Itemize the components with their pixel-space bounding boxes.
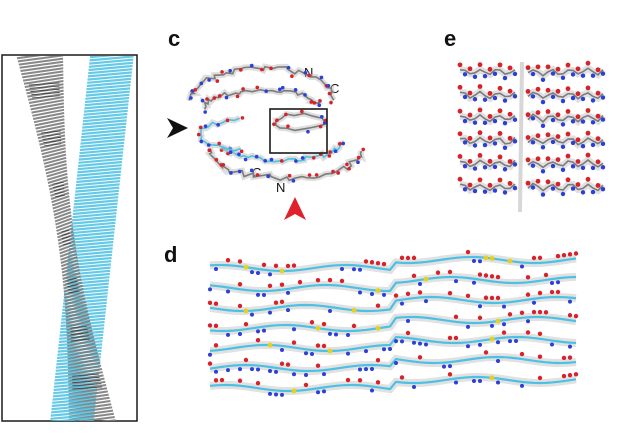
panel-label-e: e bbox=[444, 26, 457, 51]
closeup-atoms bbox=[457, 60, 606, 213]
terminal-label-c-left: C bbox=[252, 165, 262, 180]
panel-label-c: c bbox=[168, 26, 181, 51]
side-view-atoms bbox=[207, 249, 579, 397]
red-arrowhead-icon bbox=[284, 197, 306, 220]
fibril-strands bbox=[16, 56, 134, 421]
panel-label-d: d bbox=[164, 242, 178, 267]
fibril-model-panel bbox=[1, 54, 138, 422]
terminal-label-c-right: C bbox=[330, 81, 340, 96]
cross-section-atoms bbox=[186, 63, 367, 184]
panel-d-side-view bbox=[207, 249, 579, 397]
black-arrowhead-icon bbox=[167, 118, 188, 138]
terminal-label-n-bottom: N bbox=[276, 180, 286, 195]
panel-c-cross-section bbox=[167, 63, 367, 220]
panel-e-closeup bbox=[457, 60, 606, 213]
zoom-box bbox=[269, 108, 328, 154]
